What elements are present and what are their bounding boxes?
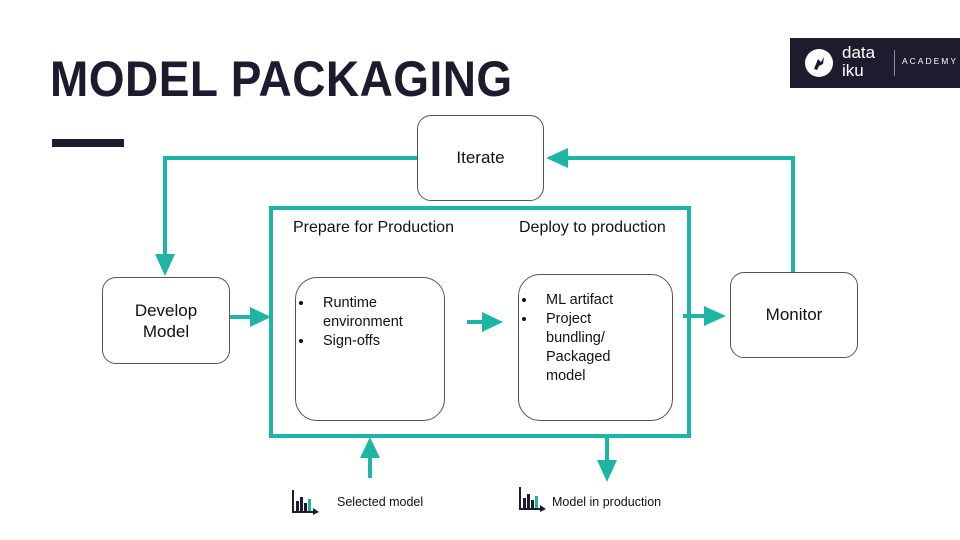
selected-model-icon: [291, 489, 319, 520]
prepare-bullet-list: Runtime environment Sign-offs: [296, 294, 426, 351]
model-in-production-label: Model in production: [552, 495, 662, 509]
logo-tagline: ACADEMY: [902, 56, 959, 66]
logo-separator: [894, 50, 895, 76]
title-underline: [52, 139, 124, 147]
iterate-box: Iterate: [417, 115, 544, 201]
deploy-bullet-ml-artifact: ML artifact: [537, 291, 647, 310]
logo-line-2: iku: [842, 61, 864, 80]
prepare-bullet-signoffs: Sign-offs: [314, 332, 426, 351]
arrowhead-deploy-to-monitor: [704, 306, 726, 326]
selected-model-label: Selected model: [337, 495, 424, 509]
develop-model-box: Develop Model: [102, 277, 230, 364]
deploy-stage-box: ML artifact Project bundling/ Packaged m…: [518, 274, 673, 421]
arrowhead-develop-to-prepare: [250, 307, 271, 327]
arrowhead-prepare-to-deploy: [482, 312, 503, 332]
loop-line-left: [163, 156, 418, 258]
arrowhead-production: [597, 460, 617, 482]
prepare-stage-title: Prepare for Production: [293, 219, 454, 236]
iterate-label: Iterate: [456, 148, 505, 167]
bird-icon: [805, 49, 833, 77]
prepare-stage-box: Runtime environment Sign-offs: [295, 277, 445, 421]
arrowhead-to-develop: [155, 254, 175, 276]
model-in-production-icon: [518, 486, 546, 517]
deploy-stage-title: Deploy to production: [519, 219, 666, 236]
arrowhead-selected-model: [360, 437, 380, 458]
slide-title: MODEL PACKAGING: [50, 51, 513, 107]
monitor-box: Monitor: [730, 272, 858, 358]
deploy-bullet-list: ML artifact Project bundling/ Packaged m…: [519, 291, 647, 386]
loop-line-right: [565, 156, 795, 272]
develop-label-line-1: Develop: [134, 300, 198, 320]
packaging-container: [269, 206, 691, 438]
logo-wordmark: data iku: [842, 44, 875, 80]
logo-line-1: data: [842, 43, 876, 62]
develop-label-line-2: Model: [142, 321, 190, 341]
monitor-label: Monitor: [765, 305, 823, 324]
deploy-bullet-bundling: Project bundling/ Packaged model: [537, 310, 647, 386]
dataiku-academy-logo: data iku ACADEMY: [790, 38, 960, 88]
prepare-bullet-runtime: Runtime environment: [314, 294, 426, 332]
arrowhead-to-iterate: [546, 148, 568, 168]
